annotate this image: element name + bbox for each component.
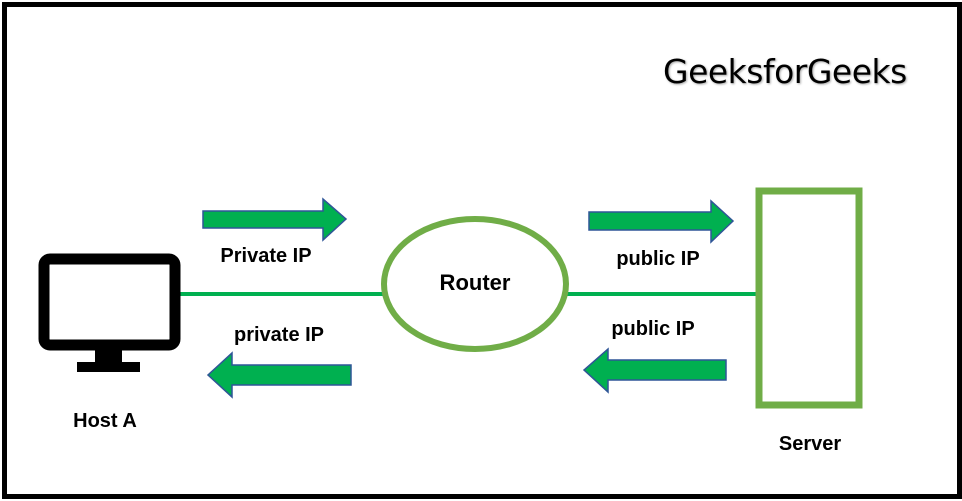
server-node [755, 187, 863, 409]
host-label: Host A [73, 410, 137, 432]
arrow-right-private [202, 197, 348, 242]
router-label: Router [439, 270, 511, 295]
server-label: Server [778, 433, 842, 455]
arrow-label-private-ip: Private IP [220, 245, 312, 267]
arrow-right-public [588, 199, 735, 244]
monitor-icon [38, 253, 181, 372]
arrow-left-public [582, 347, 727, 394]
arrow-left-private [206, 351, 352, 399]
router-node [381, 216, 569, 352]
arrow-label-public-ip: public IP [616, 248, 700, 270]
arrow-label-private-ip-return: private IP [233, 324, 325, 346]
brand-logo-text: GeeksforGeeks [663, 52, 907, 91]
arrow-label-public-ip-return: public IP [611, 318, 695, 340]
